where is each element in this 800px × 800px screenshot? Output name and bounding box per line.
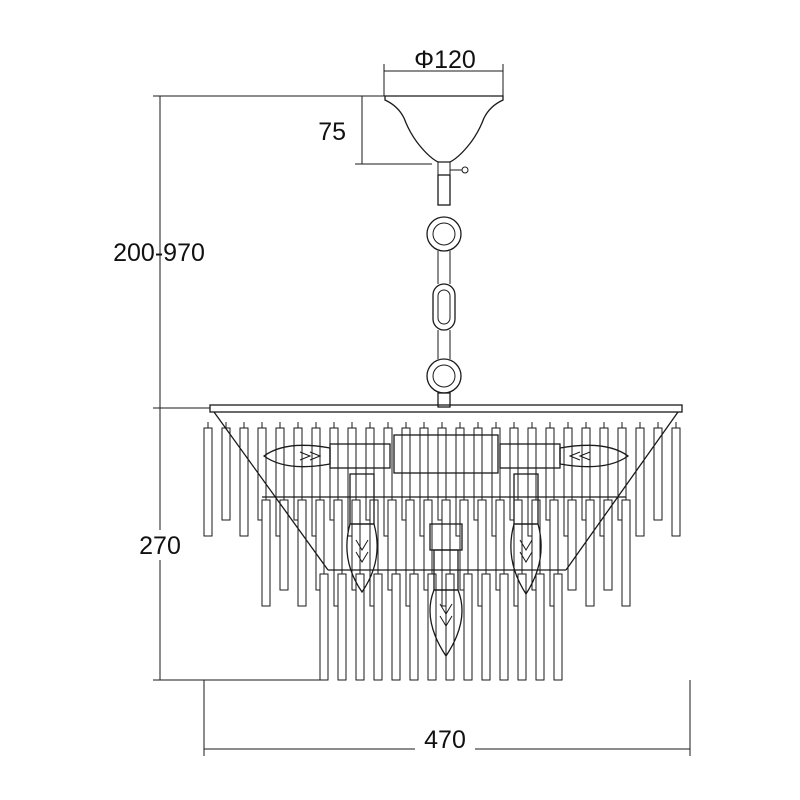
crystal-rod [499, 573, 509, 681]
bulb-top-right [499, 443, 630, 469]
crystal-rod [535, 573, 545, 681]
crystal-rod [517, 573, 527, 681]
body-width-dimension: 470 [203, 680, 691, 756]
canopy-diameter-label: Φ120 [414, 46, 476, 74]
bulb-mid-left [346, 473, 378, 594]
crystal-rod [319, 573, 329, 681]
crystal-rod [463, 573, 473, 681]
body-height-dimension: 270 [132, 407, 320, 681]
bulb-center [429, 549, 463, 658]
body-height-label: 270 [139, 532, 181, 560]
bulb-top-left [262, 443, 391, 469]
crystal-rod [635, 427, 645, 537]
crystal-rod [297, 499, 307, 607]
crystal-rod [261, 499, 271, 607]
crystal-rod [391, 573, 401, 681]
crystal-rod [203, 427, 213, 537]
drop-range-label: 200-970 [113, 239, 205, 267]
crystal-rod [671, 427, 681, 537]
crystal-rods-tier-1 [203, 422, 681, 537]
crystal-rod [653, 427, 663, 521]
ceiling-canopy [384, 95, 504, 175]
canopy-diameter-dimension: Φ120 [383, 46, 504, 96]
crystal-rod [373, 573, 383, 681]
crystal-rod [553, 573, 563, 681]
crystal-rod [585, 499, 595, 607]
top-frame-ring [209, 404, 683, 413]
crystal-rods-tier-3 [319, 568, 563, 681]
crystal-rod [239, 427, 249, 537]
bulb-mid-right [510, 473, 542, 596]
canopy-height-label: 75 [318, 118, 346, 146]
candle-bulbs [262, 443, 630, 658]
crystal-rod [409, 573, 419, 681]
canopy-height-dimension: 75 [318, 95, 432, 165]
crystal-rod [567, 499, 577, 591]
crystal-rod [621, 499, 631, 607]
hanging-chain [426, 174, 462, 408]
frame-arms [213, 411, 679, 571]
crystal-rod [221, 427, 231, 521]
crystal-rod [481, 573, 491, 681]
crystal-rod [603, 499, 613, 591]
body-width-label: 470 [424, 726, 466, 754]
drop-range-dimension: 200-970 [113, 95, 385, 408]
crystal-rod [337, 573, 347, 681]
